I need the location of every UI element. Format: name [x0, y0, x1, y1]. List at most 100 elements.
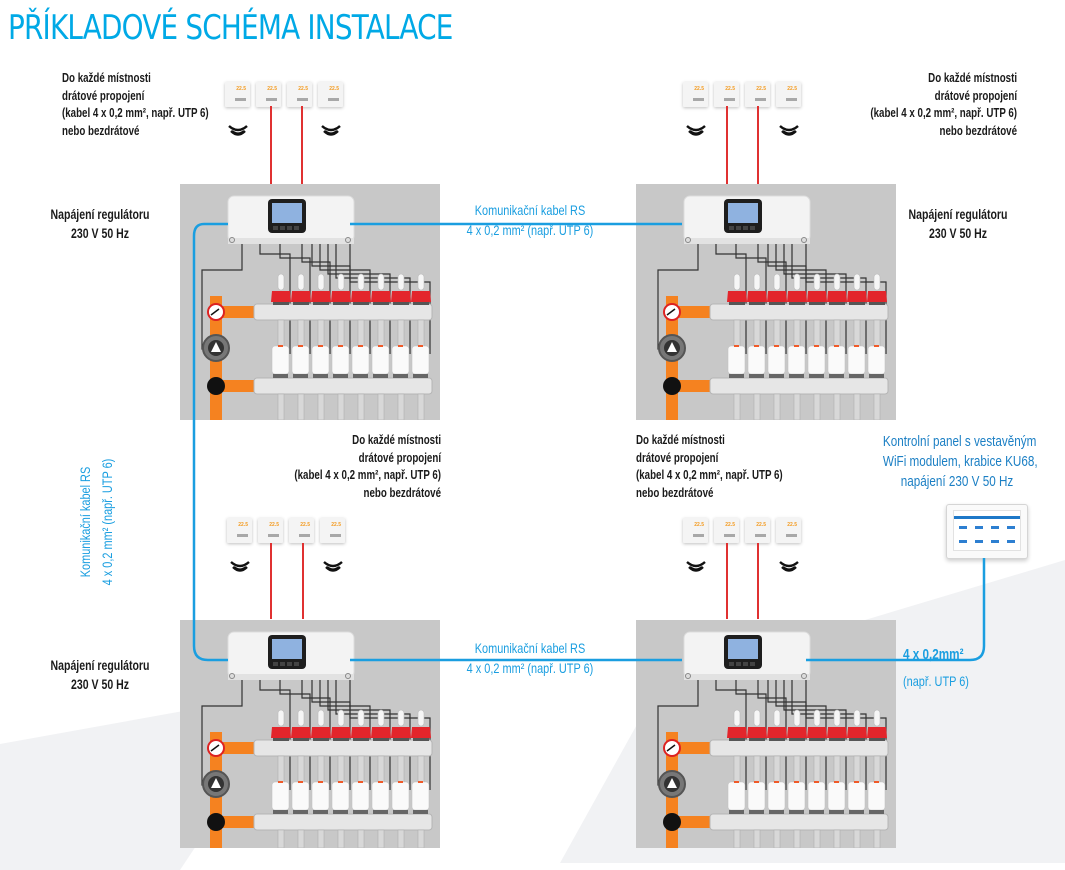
outlet-pipe [277, 393, 285, 420]
actuator-base [393, 374, 408, 378]
thermostat-temperature: 22.5 [694, 86, 704, 92]
label-line: 230 V 50 Hz [71, 226, 129, 241]
thermal-actuator [727, 781, 746, 811]
station-drawing [201, 195, 433, 420]
valve-cap [807, 727, 827, 738]
station-drawing [201, 631, 433, 848]
room-thermostat: 22.5 [714, 518, 739, 543]
connector-pipe [397, 755, 405, 785]
controller-button [750, 662, 755, 666]
flow-meter [753, 709, 761, 727]
valve-cap-base [393, 738, 409, 741]
return-manifold [253, 377, 433, 395]
room-thermostat: 22.5 [745, 82, 770, 107]
panel-zone-tile [957, 537, 970, 547]
actuator-base [393, 810, 408, 814]
flow-meter [377, 273, 385, 291]
thermostat-temperature: 22.5 [300, 522, 310, 528]
thermostat-temperature: 22.5 [331, 522, 341, 528]
panel-zone-tile [989, 523, 1002, 533]
rs-cable-label-top: Komunikační kabel RS 4 x 0,2 mm² (např. … [460, 200, 600, 240]
valve-cap [391, 727, 411, 738]
valve-cap-base [809, 302, 825, 305]
room-wire [301, 106, 303, 190]
actuator-indicator [754, 781, 759, 783]
thermostat-temperature: 22.5 [756, 522, 766, 528]
actuator-base [749, 374, 764, 378]
label-line: drátové propojení [62, 88, 145, 103]
outlet-pipe [773, 393, 781, 420]
actuator-base [373, 810, 388, 814]
actuator-base [353, 374, 368, 378]
pump-arrow [667, 342, 677, 352]
controller-button [294, 226, 299, 230]
actuator-indicator [418, 781, 423, 783]
valve-cap [727, 291, 747, 302]
flow-meter [297, 273, 305, 291]
connector-pipe [337, 319, 345, 349]
actuator-indicator [418, 345, 423, 347]
flow-meter [357, 273, 365, 291]
thermostat-buttons [235, 98, 246, 101]
valve-cap-base [789, 302, 805, 305]
connector-pipe [873, 755, 881, 785]
actuator-indicator [398, 781, 403, 783]
room-thermostat: 22.5 [225, 82, 250, 107]
room-thermostat: 22.5 [258, 518, 283, 543]
actuator-base [729, 810, 744, 814]
label-line: drátové propojení [636, 450, 719, 465]
actuator-indicator [298, 345, 303, 347]
thermal-actuator [807, 781, 826, 811]
actuator-indicator [278, 345, 283, 347]
actuator-base [373, 374, 388, 378]
thermostat-buttons [693, 534, 704, 537]
valve-cap-base [789, 738, 805, 741]
valve-cap-base [333, 302, 349, 305]
valve-cap-base [413, 302, 429, 305]
valve-cap [351, 727, 371, 738]
screw-icon [229, 673, 235, 679]
connector-pipe [277, 755, 285, 785]
thermal-actuator [847, 345, 866, 375]
flow-meter [317, 709, 325, 727]
valve-cap-base [749, 302, 765, 305]
actuator-base [749, 810, 764, 814]
valve-cap [787, 727, 807, 738]
flow-meter [377, 709, 385, 727]
actuator-base [273, 374, 288, 378]
flow-meter [833, 709, 841, 727]
power-label-bottom-left: Napájení regulátoru 230 V 50 Hz [45, 656, 154, 694]
outlet-pipe [873, 829, 881, 848]
controller-button [743, 662, 748, 666]
label-line: 4 x 0,2 mm² (např. UTP 6) [466, 660, 594, 676]
flow-meter [853, 709, 861, 727]
return-manifold [709, 813, 889, 831]
actuator-base [273, 810, 288, 814]
flow-meter [277, 709, 285, 727]
thermostat-buttons [755, 534, 766, 537]
outlet-pipe [753, 393, 761, 420]
label-line: 4 x 0,2mm² [903, 646, 964, 663]
label-line: (kabel 4 x 0,2 mm², např. UTP 6) [870, 106, 1017, 120]
valve-cap [767, 727, 787, 738]
actuator-indicator [774, 781, 779, 783]
controller-base [228, 238, 354, 244]
valve-cap [867, 727, 887, 738]
room-thermostat: 22.5 [289, 518, 314, 543]
valve-cap-base [729, 302, 745, 305]
supply-pipe-branch [216, 742, 256, 754]
connector-pipe [773, 319, 781, 349]
room-connection-label-top-right: Do každé místnosti drátové propojení (ka… [870, 70, 1017, 140]
outlet-pipe [417, 393, 425, 420]
valve-cap-base [313, 738, 329, 741]
room-thermostat: 22.5 [714, 82, 739, 107]
valve-cap [727, 727, 747, 738]
controller-screen [728, 203, 758, 223]
panel-zone-tile [1005, 523, 1018, 533]
outlet-pipe [853, 393, 861, 420]
flow-meter [337, 273, 345, 291]
thermal-actuator [727, 345, 746, 375]
outlet-pipe [297, 829, 305, 848]
room-wire [757, 543, 759, 619]
controller-button [743, 226, 748, 230]
